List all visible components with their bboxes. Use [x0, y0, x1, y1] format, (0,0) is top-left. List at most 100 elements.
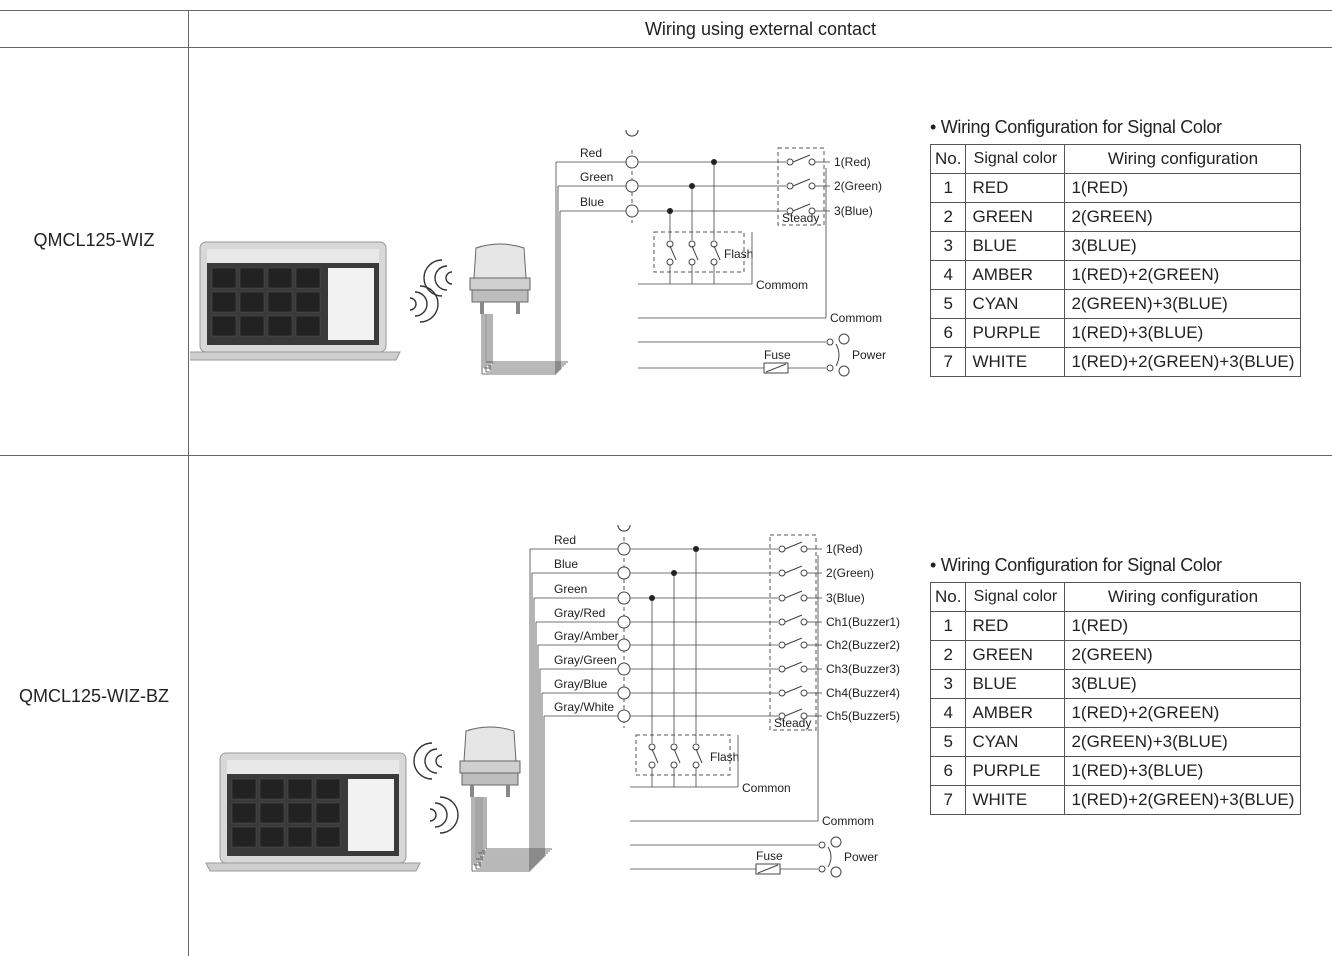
plus-icon: [830, 836, 842, 848]
cell-signal-color: PURPLE: [965, 318, 1066, 348]
cell-no: 6: [929, 756, 967, 786]
output-label: 3(Blue): [826, 591, 865, 605]
cell-wiring-config: 1(RED)+2(GREEN): [1064, 698, 1302, 728]
output-label: 2(Green): [826, 566, 874, 580]
output-label: 2(Green): [834, 179, 882, 193]
wire-label: Black: [554, 525, 584, 528]
plus-icon: [838, 333, 850, 345]
cell-wiring-config: 2(GREEN): [1064, 202, 1302, 232]
power-label: Power: [852, 348, 886, 362]
flash-label: Flash: [710, 750, 739, 764]
minus-icon: [838, 365, 850, 377]
cell-no: 1: [929, 611, 967, 641]
cell-no: 3: [929, 231, 967, 261]
cell-no: 3: [929, 669, 967, 699]
cell-signal-color: AMBER: [965, 260, 1066, 290]
wireless-waves-icon: [429, 796, 459, 834]
wire-label: Blue: [580, 195, 604, 209]
cell-signal-color: GREEN: [965, 202, 1066, 232]
cell-wiring-config: 3(BLUE): [1064, 231, 1302, 261]
output-label: 3(Blue): [834, 204, 873, 218]
cell-wiring-config: 1(RED)+2(GREEN)+3(BLUE): [1064, 785, 1302, 815]
common-label: Commom: [756, 278, 808, 292]
cell-signal-color: PURPLE: [965, 756, 1066, 786]
cell-signal-color: WHITE: [965, 347, 1066, 377]
cell-signal-color: GREEN: [965, 640, 1066, 670]
laptop-icon: [205, 752, 421, 872]
wireless-waves-icon: [423, 259, 453, 297]
model-name-2: QMCL125-WIZ-BZ: [18, 686, 169, 706]
wire-label: Gray/Amber: [554, 629, 619, 643]
steady-label: Steady: [782, 211, 819, 225]
output-label: Ch4(Buzzer4): [826, 686, 900, 700]
cell-no: 5: [929, 727, 967, 757]
cell-wiring-config: 2(GREEN)+3(BLUE): [1064, 289, 1302, 319]
wire-label: Black: [580, 130, 610, 133]
column-divider: [188, 10, 189, 956]
output-label: 1(Red): [834, 155, 871, 169]
wire-label: Gray/White: [554, 700, 614, 714]
signal-tower-icon: [469, 243, 531, 314]
minus-icon: [830, 866, 842, 878]
th-signal-color: Signal color: [965, 144, 1066, 174]
flash-label: Flash: [724, 247, 753, 261]
th-wiring-config: Wiring configuration: [1064, 144, 1302, 174]
cell-no: 2: [929, 202, 967, 232]
wire-label: Gray/Blue: [554, 677, 608, 691]
output-label: Ch5(Buzzer5): [826, 709, 900, 723]
config-table-2: • Wiring Configuration for Signal Color …: [929, 555, 1302, 815]
cell-no: 1: [929, 173, 967, 203]
top-border: [0, 10, 1332, 11]
output-label: Ch2(Buzzer2): [826, 638, 900, 652]
header-title: Wiring using external contact: [644, 19, 877, 39]
wire-label: Green: [580, 170, 613, 184]
th-wiring-config: Wiring configuration: [1064, 582, 1302, 612]
steady-label: Steady: [774, 716, 811, 730]
cell-no: 5: [929, 289, 967, 319]
cell-signal-color: AMBER: [965, 698, 1066, 728]
output-label: Ch3(Buzzer3): [826, 662, 900, 676]
wire-label: Red: [554, 533, 576, 547]
cell-wiring-config: 1(RED)+2(GREEN)+3(BLUE): [1064, 347, 1302, 377]
th-signal-color: Signal color: [965, 582, 1066, 612]
cell-no: 7: [929, 785, 967, 815]
cell-wiring-config: 2(GREEN): [1064, 640, 1302, 670]
output-label: 1(Red): [826, 542, 863, 556]
cell-signal-color: BLUE: [965, 669, 1066, 699]
wire-label: Green: [554, 582, 587, 596]
th-no: No.: [929, 582, 967, 612]
signal-tower-icon: [459, 726, 521, 797]
laptop-icon: [185, 241, 401, 361]
cell-wiring-config: 1(RED): [1064, 611, 1302, 641]
config-table-1: • Wiring Configuration for Signal Color …: [929, 117, 1302, 377]
common-label: Common: [742, 781, 791, 795]
cell-signal-color: CYAN: [965, 289, 1066, 319]
cell-no: 7: [929, 347, 967, 377]
header-divider: [0, 47, 1332, 48]
cell-wiring-config: 1(RED)+3(BLUE): [1064, 318, 1302, 348]
common-outer-label: Commom: [830, 311, 882, 325]
fuse-label: Fuse: [756, 849, 783, 863]
cell-no: 4: [929, 698, 967, 728]
common-outer-label: Commom: [822, 814, 874, 828]
output-label: Ch1(Buzzer1): [826, 615, 900, 629]
cell-no: 2: [929, 640, 967, 670]
wiring-svg: RedBlueGreenGray/RedGray/AmberGray/Green…: [190, 514, 900, 878]
fuse-label: Fuse: [764, 348, 791, 362]
cell-signal-color: RED: [965, 173, 1066, 203]
wiring-svg: RedGreenBlueBlackVioletRedBlack1(Red)2(G…: [185, 119, 886, 377]
